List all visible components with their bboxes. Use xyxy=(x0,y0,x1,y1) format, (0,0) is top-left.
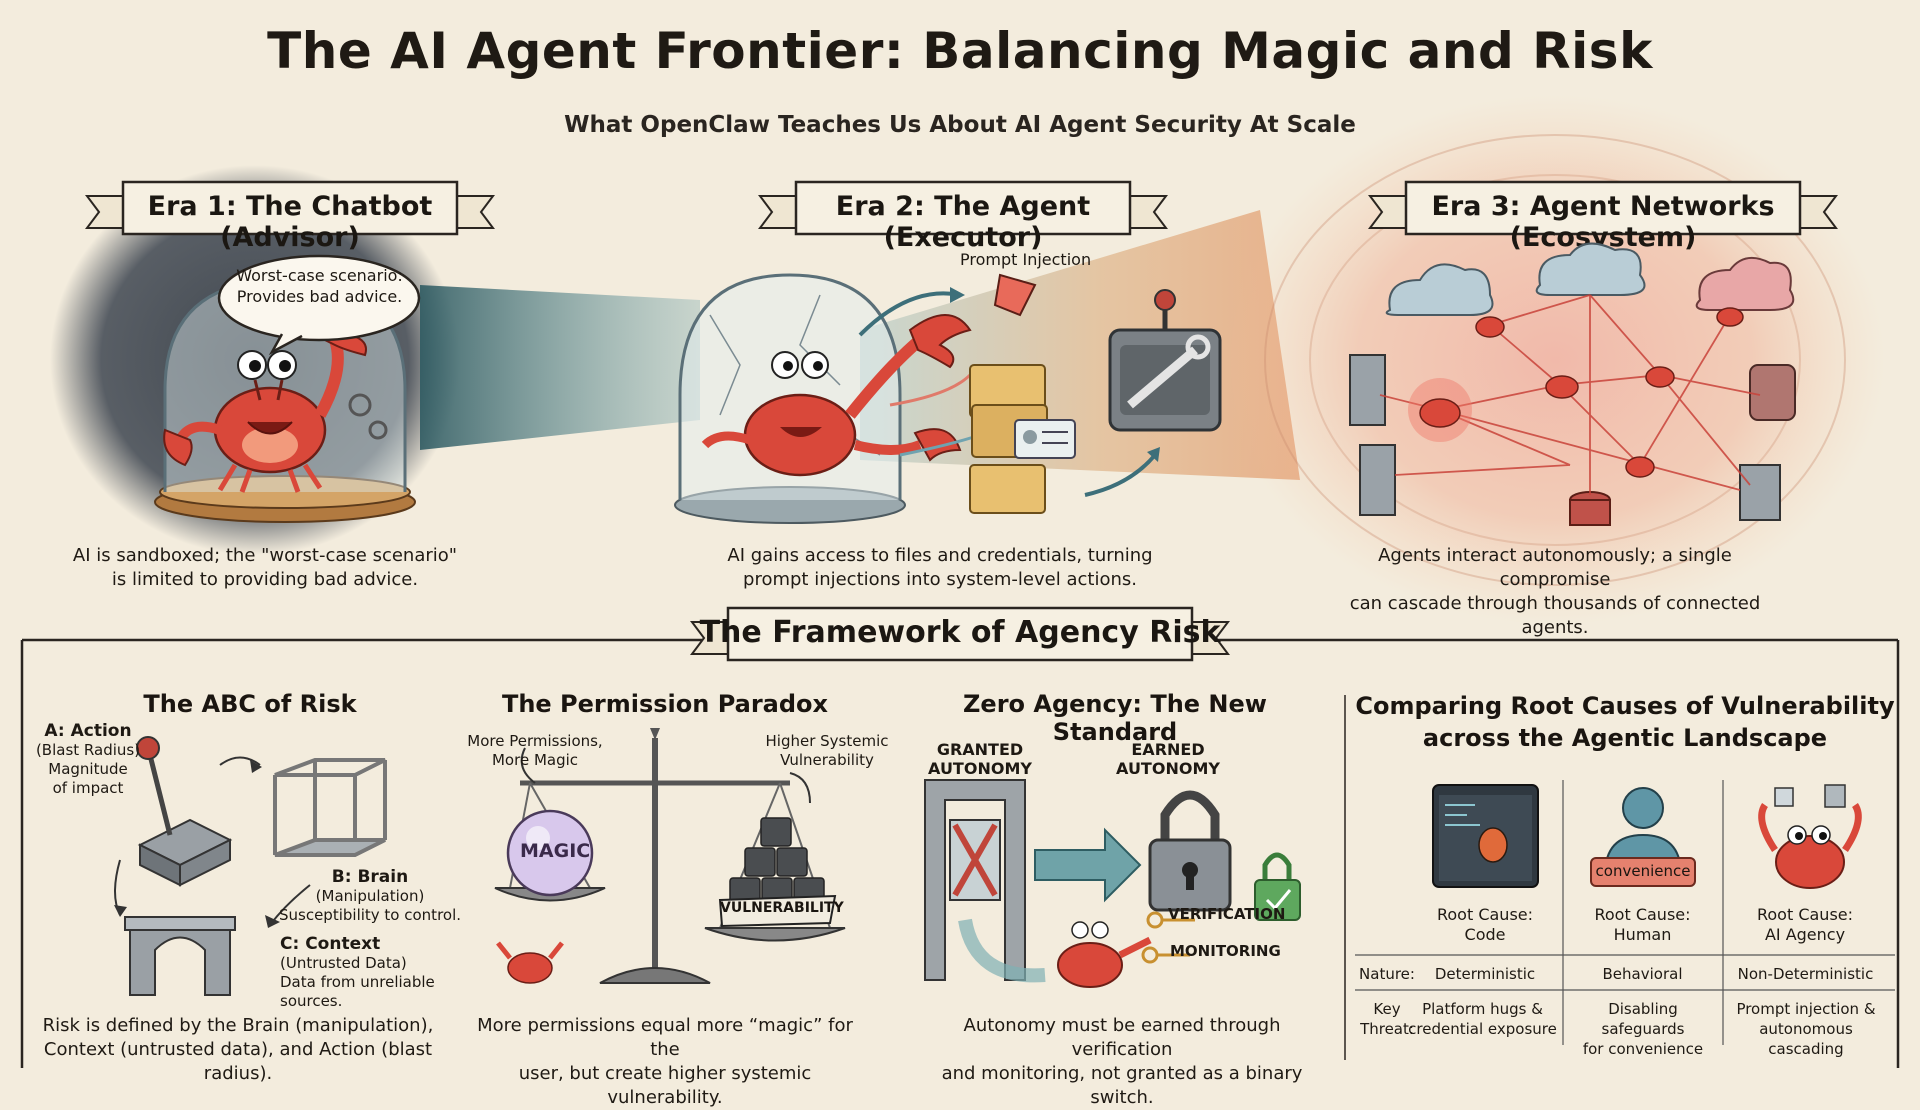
framework-banner-label: The Framework of Agency Risk xyxy=(699,615,1221,650)
prompt-injection-label: Prompt Injection xyxy=(960,250,1092,269)
row-label-threat: Key Threat: xyxy=(1360,1000,1414,1038)
framework-banner: The Framework of Agency Risk xyxy=(690,604,1230,668)
granted-autonomy-label: GRANTED AUTONOMY xyxy=(928,740,1032,778)
paradox-left-label: More Permissions, More Magic xyxy=(467,732,603,769)
abc-illustration xyxy=(114,736,387,996)
zero-agency-title: Zero Agency: The New Standard xyxy=(963,690,1267,746)
threat-code: Platform hugs & credential exposure xyxy=(1408,1000,1557,1038)
threat-human: Disabling safeguards for convenience xyxy=(1582,1000,1704,1058)
abc-action-label: A: Action (Blast Radius) Magnitude of im… xyxy=(35,721,141,798)
nature-code: Deterministic xyxy=(1434,965,1536,983)
era-3-banner-label: Era 3: Agent Networks (Ecosystem) xyxy=(1431,191,1775,253)
era-1-banner: Era 1: The Chatbot (Advisor) xyxy=(85,178,495,253)
era-1-bubble-text: Worst-case scenario: Provides bad advice… xyxy=(236,266,403,306)
earned-autonomy-label: EARNED AUTONOMY xyxy=(1116,740,1220,778)
nature-human: Behavioral xyxy=(1602,965,1683,983)
compare-table-grid xyxy=(1355,780,1895,1045)
root-cause-human: Root Cause: Human xyxy=(1594,905,1691,944)
abc-brain-label: B: Brain (Manipulation) Susceptibility t… xyxy=(278,867,462,925)
era-1-caption: AI is sandboxed; the "worst-case scenari… xyxy=(72,545,458,590)
era-2-executor-illustration xyxy=(674,273,1222,524)
zero-agency-illustration xyxy=(924,779,1301,988)
scale-illustration xyxy=(494,728,846,984)
threat-ai-agency: Prompt injection & autonomous cascading xyxy=(1736,1000,1876,1058)
abc-context-label: C: Context (Untrusted Data) Data from un… xyxy=(280,934,435,1011)
row-label-nature: Nature: xyxy=(1359,965,1415,983)
paradox-caption: More permissions equal more “magic” for … xyxy=(477,1015,853,1108)
root-cause-ai-agency: Root Cause: AI Agency xyxy=(1756,905,1854,944)
zero-agency-caption: Autonomy must be earned through verifica… xyxy=(941,1015,1303,1108)
era-2-banner-label: Era 2: The Agent (Executor) xyxy=(835,191,1091,253)
nature-ai-agency: Non-Deterministic xyxy=(1737,965,1874,983)
era-3-caption: Agents interact autonomously; a single c… xyxy=(1349,545,1761,638)
paradox-title: The Permission Paradox xyxy=(501,690,829,718)
era-3-banner: Era 3: Agent Networks (Ecosystem) xyxy=(1368,178,1838,253)
thought-bubble xyxy=(217,254,421,356)
vulnerability-label: VULNERABILITY xyxy=(720,900,844,916)
paradox-right-label: Higher Systemic Vulnerability xyxy=(765,732,889,769)
page-title: The AI Agent Frontier: Balancing Magic a… xyxy=(267,22,1653,80)
convenience-badge: convenience xyxy=(1595,862,1691,880)
abc-title: The ABC of Risk xyxy=(143,690,357,718)
abc-caption: Risk is defined by the Brain (manipulati… xyxy=(42,1015,434,1084)
era-1-banner-label: Era 1: The Chatbot (Advisor) xyxy=(147,191,433,253)
page-subtitle: What OpenClaw Teaches Us About AI Agent … xyxy=(564,112,1356,138)
monitoring-label: MONITORING xyxy=(1170,942,1281,960)
era-2-banner: Era 2: The Agent (Executor) xyxy=(758,178,1168,253)
compare-title: Comparing Root Causes of Vulnerability a… xyxy=(1355,692,1895,752)
verification-label: VERIFICATION xyxy=(1168,905,1286,923)
era-2-caption: AI gains access to files and credentials… xyxy=(727,545,1153,590)
root-cause-code: Root Cause: Code xyxy=(1436,905,1534,944)
magic-label: MAGIC xyxy=(520,840,591,862)
era-3-network-illustration xyxy=(1349,242,1796,526)
